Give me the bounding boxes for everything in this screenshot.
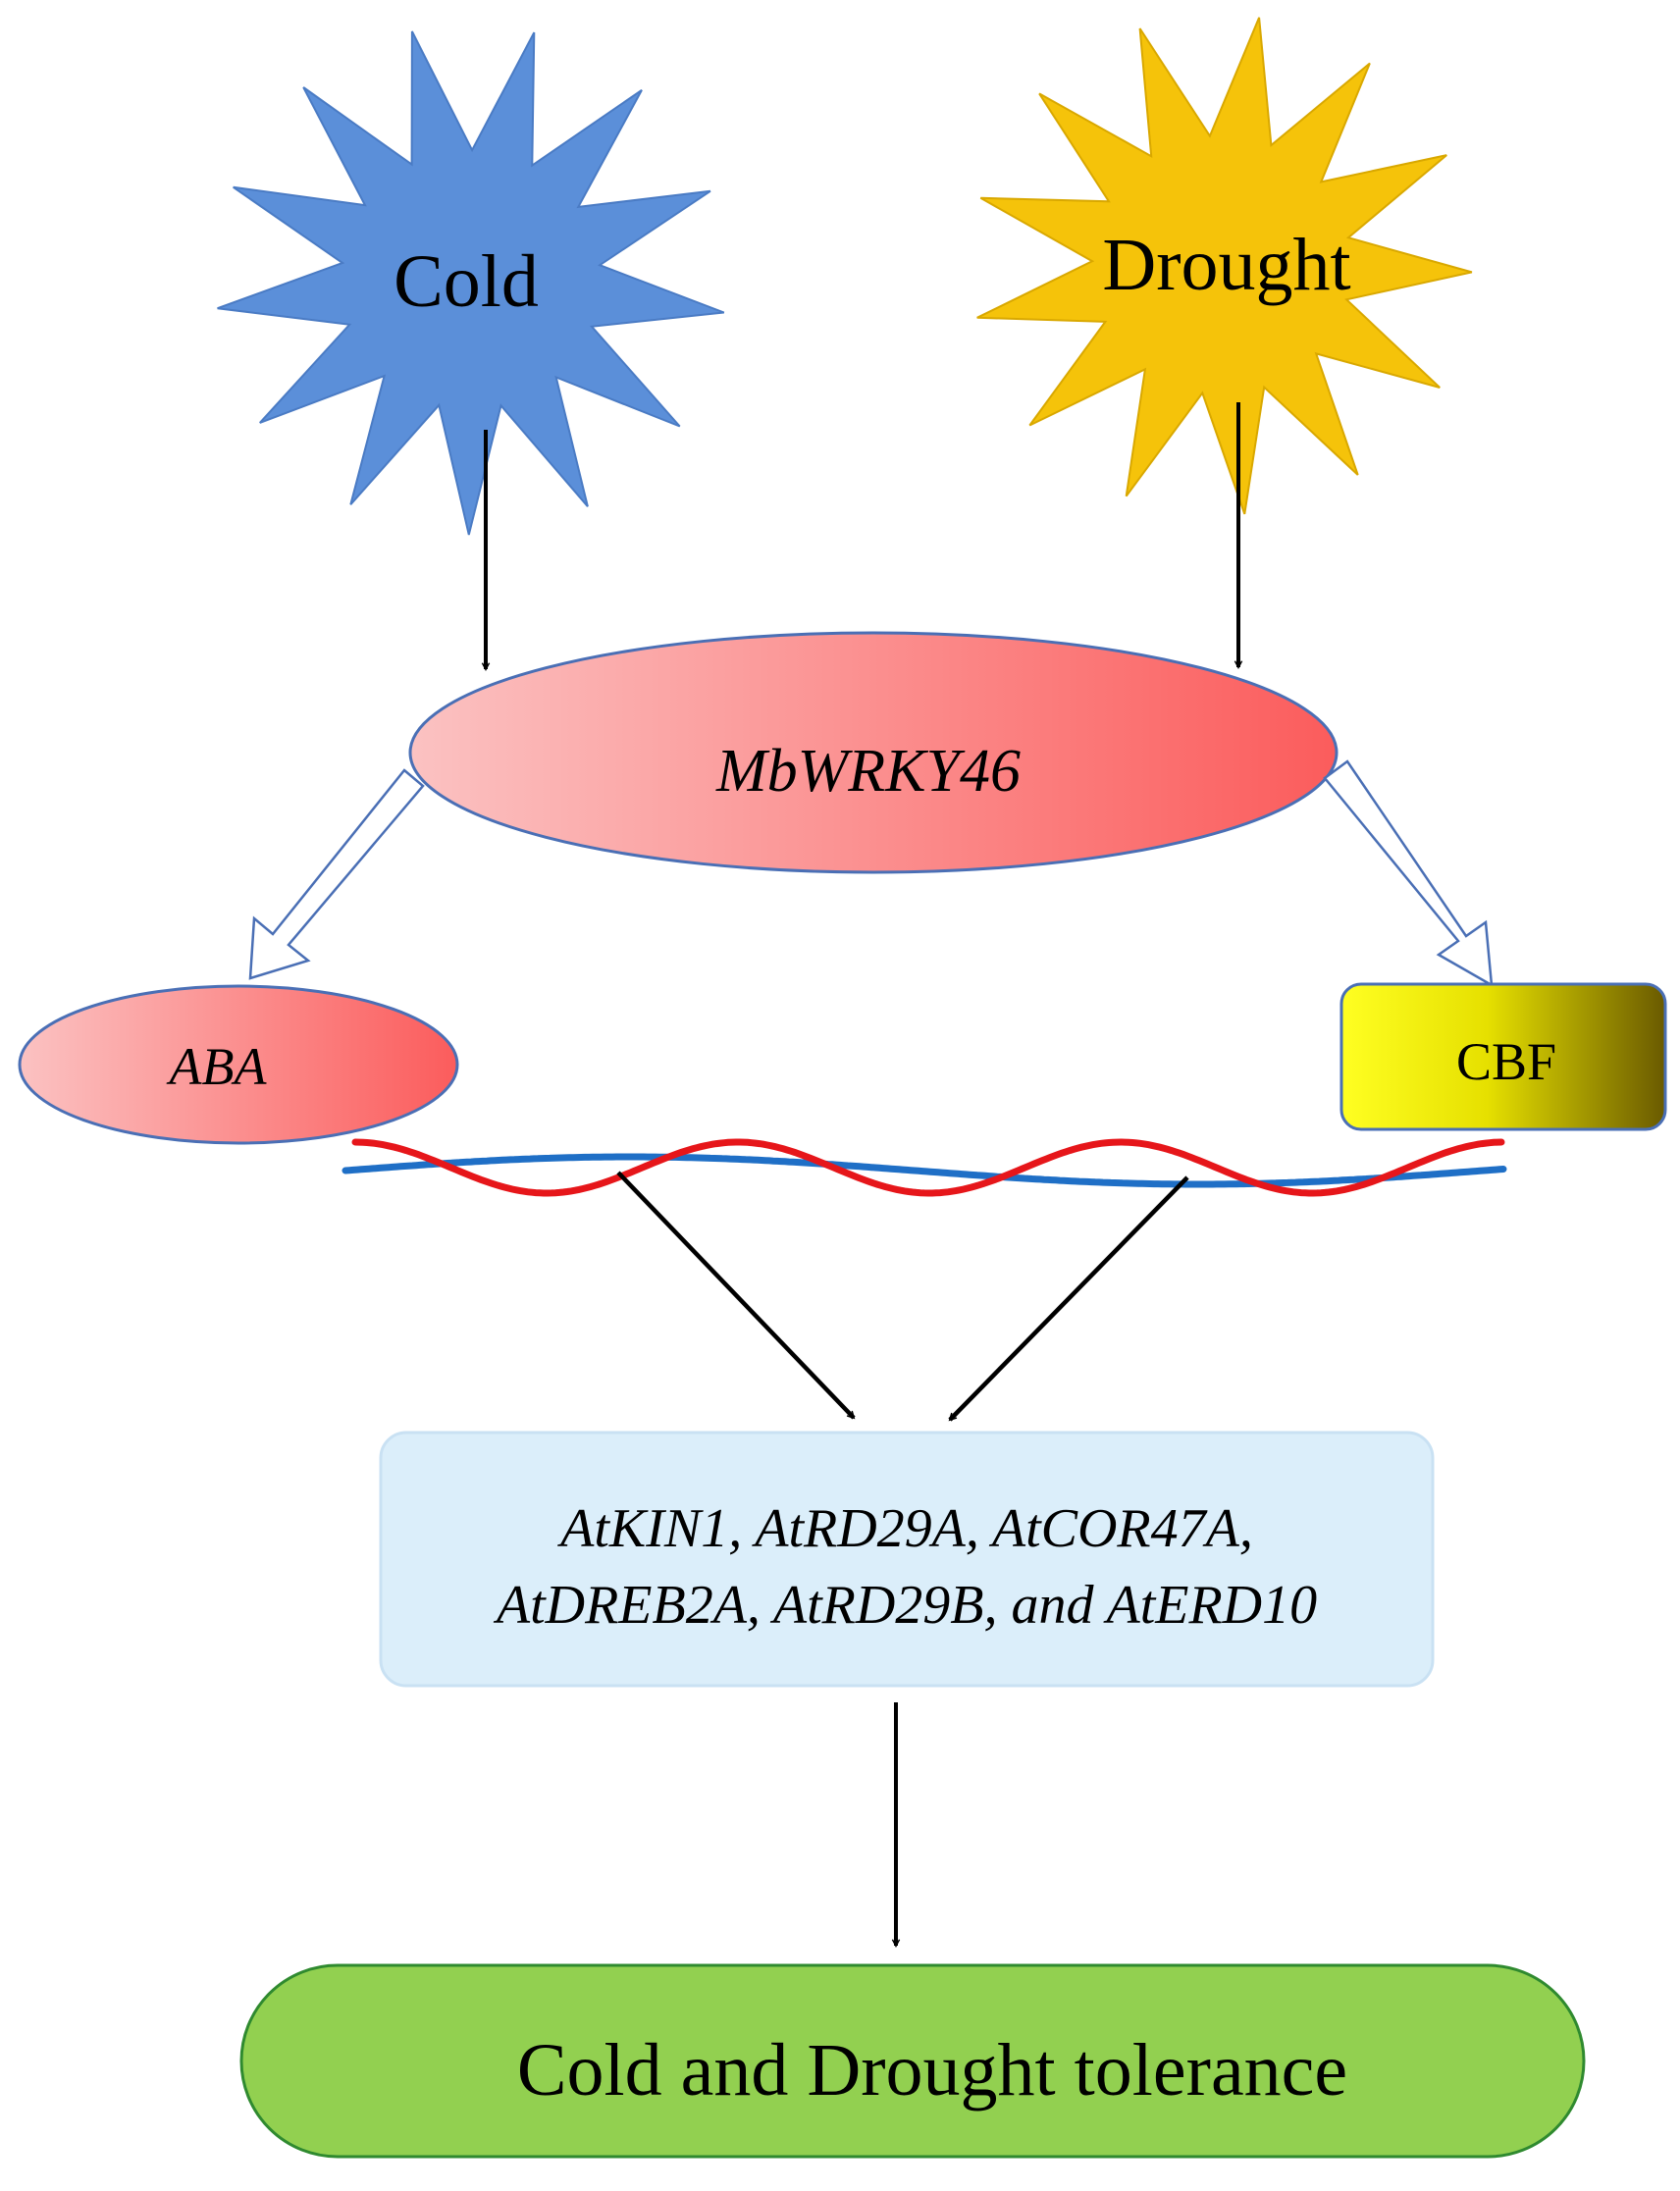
mbwrky46-to-cbf-hollow-arrow	[1323, 759, 1494, 988]
drought-label: Drought	[1102, 224, 1350, 306]
mbwrky46-node	[408, 631, 1339, 874]
tolerance-node	[239, 1963, 1586, 2159]
tolerance-label: Cold and Drought tolerance	[517, 2029, 1347, 2112]
cbf-pathway-to-genes-arrow	[948, 1175, 1189, 1422]
aba-node	[18, 984, 459, 1145]
mbwrky46-to-aba-hollow-arrow	[248, 768, 425, 980]
target-genes-line1: AtKIN1, AtRD29A, AtCOR47A,	[556, 1498, 1253, 1559]
target-genes-line2: AtDREB2A, AtRD29B, and AtERD10	[493, 1575, 1317, 1636]
mbwrky46-label: MbWRKY46	[715, 738, 1021, 805]
drought-starburst	[976, 17, 1473, 515]
aba-label: ABA	[167, 1037, 268, 1096]
cold-label: Cold	[394, 240, 539, 323]
aba-pathway-to-genes-arrow	[616, 1171, 856, 1420]
cold-starburst	[217, 30, 725, 536]
cbf-label: CBF	[1456, 1032, 1556, 1091]
dna-strand-blue	[341, 1153, 1507, 1188]
dna-strand-red	[351, 1138, 1505, 1197]
target-genes-box	[379, 1431, 1435, 1688]
cbf-node	[1339, 982, 1667, 1131]
